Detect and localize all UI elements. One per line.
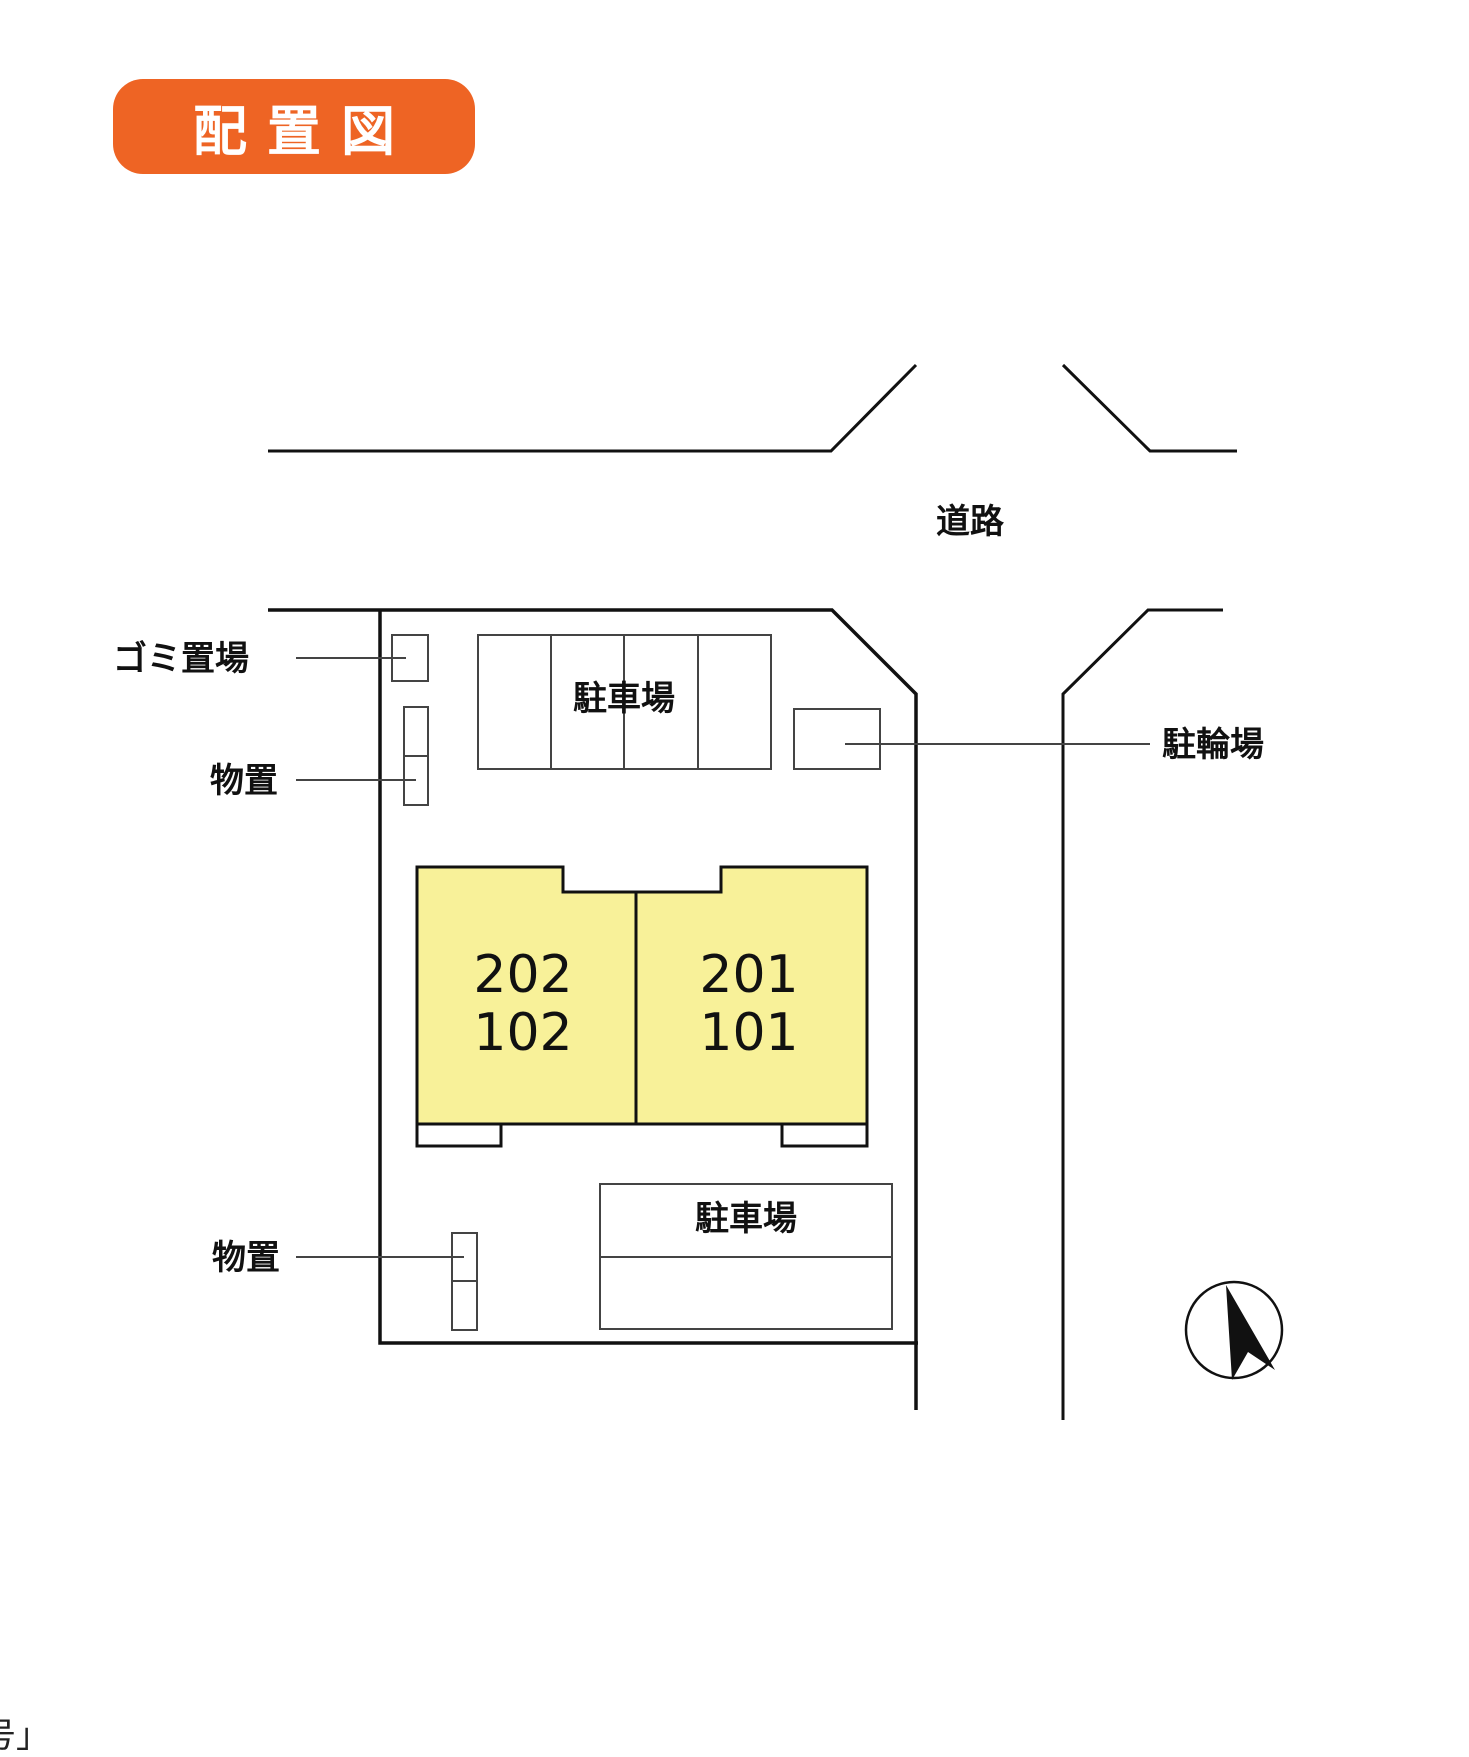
unit-101-label: 101	[699, 1003, 798, 1063]
balcony-right	[780, 1122, 869, 1148]
unit-201-label: 201	[699, 945, 798, 1005]
garbage-label: ゴミ置場	[113, 639, 249, 679]
bicycle-label: 駐輪場	[1162, 725, 1264, 765]
footer-text: 号」	[0, 1716, 50, 1756]
property-boundary	[268, 608, 918, 1410]
unit-block-right	[634, 865, 869, 1126]
road-edge-top	[268, 363, 918, 453]
property-boundary-inner	[378, 610, 918, 1345]
storage-bottom-label: 物置	[212, 1238, 280, 1278]
bicycle-parking	[793, 708, 881, 770]
page-title: 配置図	[113, 79, 475, 174]
parking-top	[477, 634, 772, 770]
road-label: 道路	[936, 502, 1005, 542]
parking-bottom-label: 駐車場	[695, 1199, 797, 1239]
storage-bottom	[451, 1232, 478, 1331]
building	[415, 865, 869, 1148]
road-edge-top-right	[1061, 363, 1237, 453]
storage-top	[403, 706, 429, 806]
garbage-area	[391, 634, 429, 682]
parking-bottom	[599, 1183, 893, 1330]
road-edge-lower-right	[1061, 608, 1223, 1420]
unit-202-label: 202	[473, 945, 572, 1005]
north-arrow-icon	[1184, 1280, 1284, 1380]
road-edges	[268, 363, 1237, 1420]
unit-102-label: 102	[473, 1003, 572, 1063]
balcony-left	[415, 1122, 503, 1148]
parking-top-label: 駐車場	[573, 679, 675, 719]
storage-top-label: 物置	[210, 761, 278, 801]
